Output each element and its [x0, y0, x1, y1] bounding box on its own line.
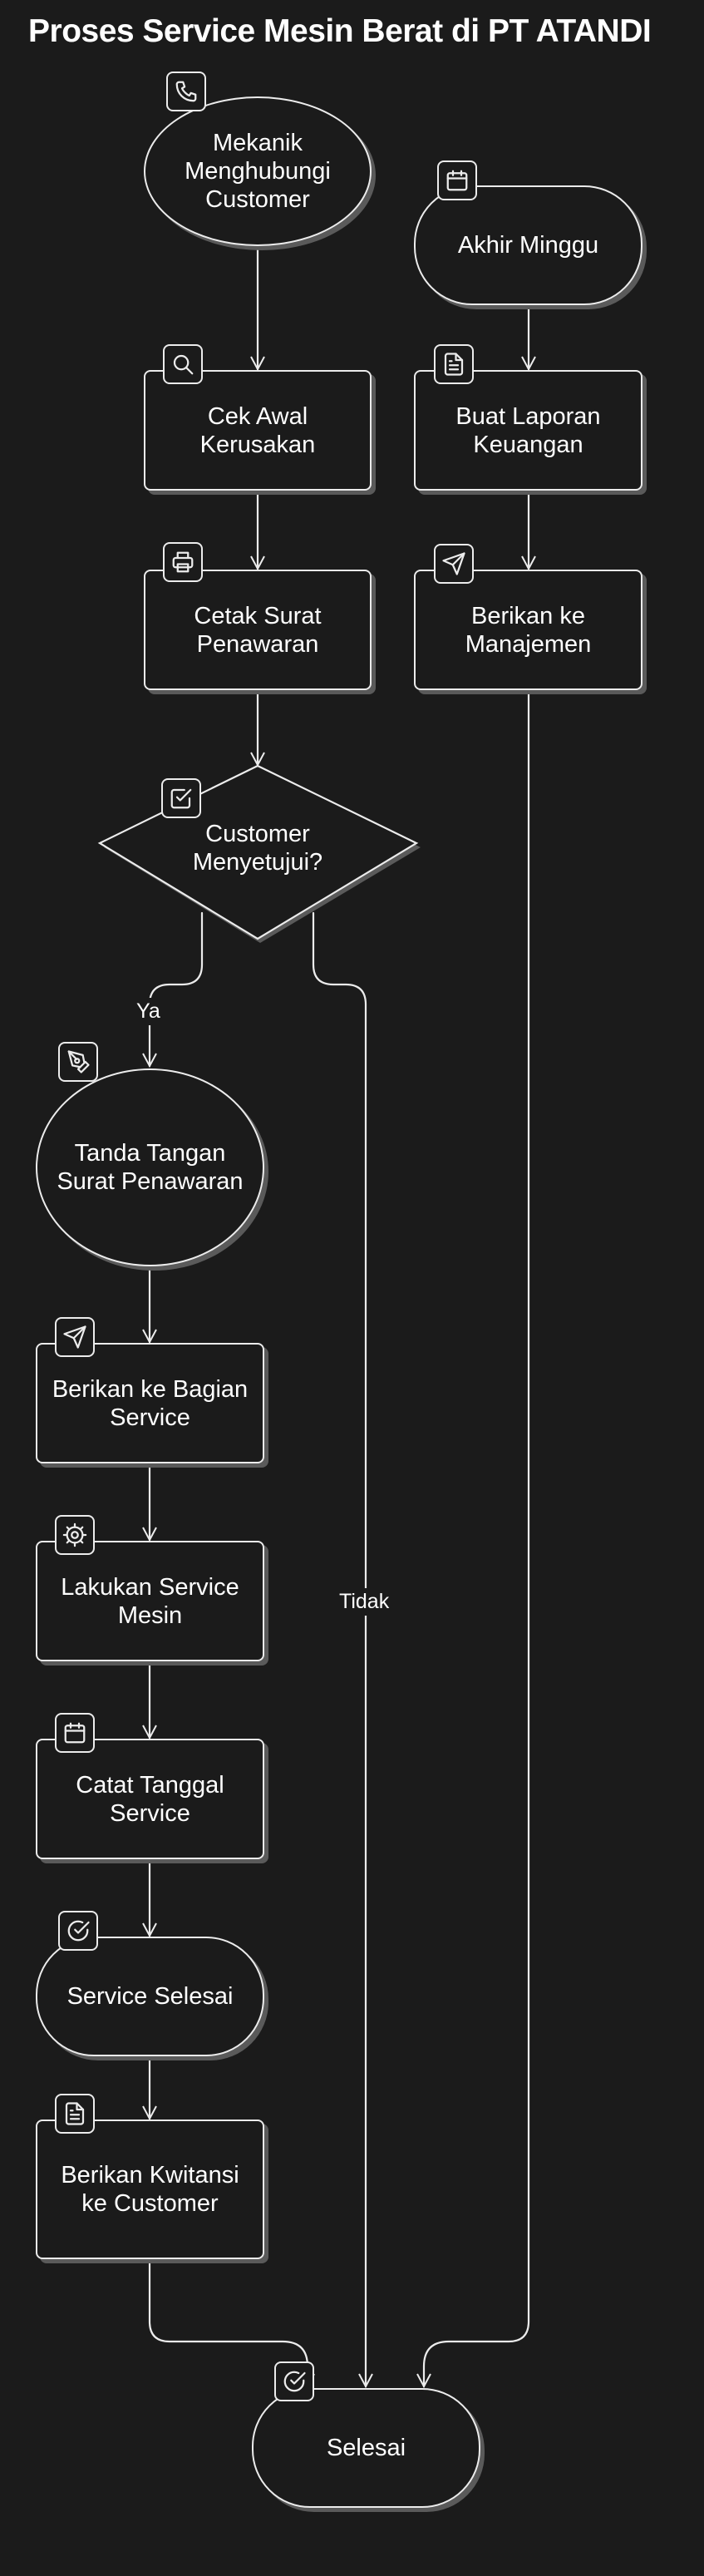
node-catat[interactable]: Catat Tanggal Service [36, 1739, 264, 1859]
node-manajemen-label: Berikan ke Manajemen [465, 602, 592, 658]
node-mekanik-label: Mekanik Menghubungi Customer [185, 130, 331, 213]
node-berikan-service-label: Berikan ke Bagian Service [52, 1375, 249, 1431]
node-catat-label: Catat Tanggal Service [76, 1771, 224, 1827]
node-selesai[interactable]: Selesai [252, 2388, 480, 2508]
edge-tidak [312, 911, 373, 2389]
node-tanda[interactable]: Tanda Tangan Surat Penawaran [36, 1068, 264, 1266]
edge-manajemen-selesai [416, 688, 530, 2389]
node-cetak[interactable]: Cetak Surat Penawaran [144, 570, 372, 690]
diagram-title: Proses Service Mesin Berat di PT ATANDI [28, 13, 652, 49]
node-laporan-label: Buat Laporan Keuangan [455, 402, 601, 458]
calendar-icon [437, 160, 477, 200]
node-tanda-label: Tanda Tangan Surat Penawaran [57, 1140, 244, 1195]
node-kwitansi-label: Berikan Kwitansi ke Customer [61, 2162, 239, 2217]
edge-label-ya: Ya [133, 998, 164, 1025]
node-akhir-label: Akhir Minggu [457, 232, 599, 259]
node-service-selesai-label: Service Selesai [66, 1983, 234, 2010]
document-icon [434, 344, 474, 384]
node-cetak-label: Cetak Surat Penawaran [194, 602, 322, 658]
node-mekanik[interactable]: Mekanik Menghubungi Customer [144, 96, 372, 246]
printer-icon [163, 542, 203, 582]
node-setuju-label: Customer Menyetujui? [192, 821, 323, 876]
node-laporan[interactable]: Buat Laporan Keuangan [414, 370, 642, 491]
edge-label-tidak: Tidak [336, 1588, 393, 1616]
gear-icon [55, 1515, 95, 1555]
pen-icon [58, 1042, 98, 1082]
node-cek-awal-label: Cek Awal Kerusakan [199, 402, 316, 458]
node-kwitansi[interactable]: Berikan Kwitansi ke Customer [36, 2120, 264, 2259]
node-manajemen[interactable]: Berikan ke Manajemen [414, 570, 642, 690]
node-berikan-service[interactable]: Berikan ke Bagian Service [36, 1343, 264, 1463]
node-akhir[interactable]: Akhir Minggu [414, 185, 642, 305]
node-selesai-label: Selesai [326, 2435, 406, 2461]
send-icon [55, 1317, 95, 1357]
send-icon [434, 544, 474, 584]
edge-kwitansi-selesai [148, 2257, 315, 2389]
checkbox-icon [161, 778, 201, 818]
node-lakukan[interactable]: Lakukan Service Mesin [36, 1541, 264, 1661]
phone-icon [166, 72, 206, 111]
edge-ya [142, 911, 204, 1068]
node-lakukan-label: Lakukan Service Mesin [61, 1573, 239, 1629]
check-circle-icon [274, 2361, 314, 2401]
node-service-selesai[interactable]: Service Selesai [36, 1937, 264, 2056]
calendar-icon [55, 1713, 95, 1753]
check-circle-icon [58, 1911, 98, 1951]
document-icon [55, 2094, 95, 2134]
search-icon [163, 344, 203, 384]
node-cek-awal[interactable]: Cek Awal Kerusakan [144, 370, 372, 491]
